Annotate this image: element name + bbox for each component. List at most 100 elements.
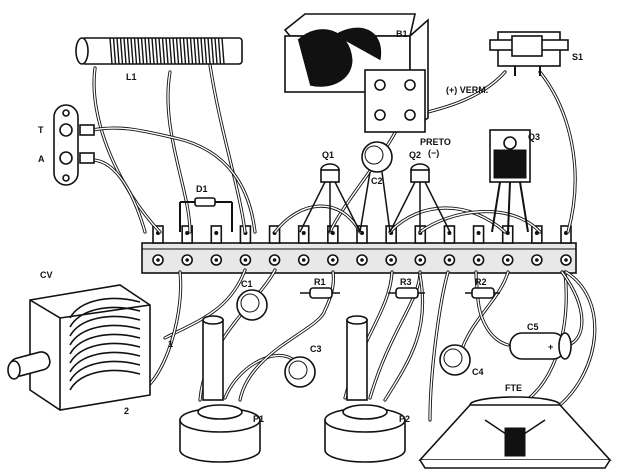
label-preto: PRETO (420, 137, 451, 147)
coil-winding (207, 37, 211, 65)
coil-winding (186, 37, 190, 65)
terminal-lug-hole (330, 231, 335, 235)
coil-winding (123, 37, 127, 65)
terminal-lug-hole (447, 231, 452, 235)
coil-winding (119, 37, 124, 65)
coil-l1 (75, 37, 243, 65)
label-s1: S1 (572, 52, 583, 62)
label-cv-pin1: 1 (168, 339, 173, 349)
coil-winding (172, 37, 176, 65)
label-a: A (38, 154, 45, 164)
label-fte: FTE (505, 383, 522, 393)
potentiometer-p1 (179, 315, 261, 463)
terminal-rivet-center (418, 258, 423, 262)
cv-plate (69, 360, 141, 382)
label-d1: D1 (196, 184, 208, 194)
terminal-rivet-center (476, 258, 481, 262)
label-r1: R1 (314, 277, 326, 287)
coil-winding (217, 37, 222, 65)
battery-holder-b1 (283, 13, 429, 133)
terminal-rivet-center (331, 258, 335, 262)
label-c5: C5 (527, 322, 539, 332)
coil-winding (161, 37, 166, 65)
cv-plate (69, 297, 141, 319)
cv-plate (69, 333, 141, 355)
terminal-lug-hole (476, 231, 481, 235)
coil-winding (221, 37, 225, 65)
terminal-rivet-center (505, 258, 510, 262)
wires (90, 63, 597, 422)
coil-winding (147, 37, 152, 65)
label-c1: C1 (241, 279, 253, 289)
cv-plate (69, 315, 141, 337)
switch-s1 (489, 31, 569, 76)
coil-winding (130, 37, 134, 65)
cv-plate (69, 324, 141, 346)
diode-d1 (179, 197, 233, 232)
label-cv: CV (40, 270, 53, 280)
variable-capacitor-cv (7, 284, 151, 411)
c5-plus-sign: + (548, 342, 553, 352)
coil-winding (189, 37, 194, 65)
labels: L1 B1 S1 T A D1 Q1 Q2 Q3 C2 PRETO (−) (+… (38, 29, 583, 424)
terminal-rivet-center (185, 258, 189, 262)
coil-winding (168, 37, 173, 65)
coil-winding (165, 37, 169, 65)
label-c2: C2 (371, 176, 383, 186)
coil-winding (112, 37, 117, 65)
label-t: T (38, 125, 44, 135)
antenna-terminal-block (53, 104, 95, 186)
label-b1: B1 (396, 29, 408, 39)
terminal-lug-hole (214, 231, 219, 235)
capacitor-c2 (359, 141, 393, 233)
potentiometer-p2 (324, 315, 406, 463)
coil-winding (140, 37, 145, 65)
terminal-lug-hole (301, 231, 306, 235)
terminal-rivet-center (156, 258, 160, 262)
coil-winding (210, 37, 215, 65)
coil-winding (154, 37, 159, 65)
label-p2: P2 (399, 414, 410, 424)
coil-winding (179, 37, 183, 65)
coil-winding (116, 37, 120, 65)
coil-winding (144, 37, 148, 65)
terminal-rivet-center (360, 258, 364, 262)
coil-winding (133, 37, 138, 65)
coil-winding (196, 37, 201, 65)
coil-winding (193, 37, 197, 65)
label-p1: P1 (253, 414, 264, 424)
resistor-r3 (388, 287, 425, 299)
label-preto-sign: (−) (428, 148, 439, 158)
terminal-rivet-center (564, 258, 568, 262)
speaker-fte (418, 396, 612, 469)
coil-winding (182, 37, 187, 65)
label-l1: L1 (126, 72, 137, 82)
label-cv-pin2: 2 (124, 406, 129, 416)
coil-winding (151, 37, 155, 65)
capacitor-c5: + (509, 332, 572, 360)
terminal-rivet-center (535, 258, 539, 262)
label-q3: Q3 (528, 132, 540, 142)
coil-winding (126, 37, 131, 65)
capacitor-c3 (284, 356, 316, 388)
label-r2: R2 (475, 277, 487, 287)
label-verm: (+) VERM. (446, 85, 488, 95)
coil-winding (175, 37, 180, 65)
label-q1: Q1 (322, 150, 334, 160)
terminal-lug-hole (185, 231, 190, 235)
terminal-rivet-center (243, 258, 248, 262)
coil-winding (214, 37, 218, 65)
cv-plate (69, 342, 141, 364)
coil-winding (200, 37, 204, 65)
terminal-rivet-center (301, 258, 306, 262)
terminal-rivet-center (447, 258, 452, 262)
resistor-r1 (300, 287, 340, 299)
terminal-rivet-center (272, 258, 277, 262)
label-c3: C3 (310, 344, 322, 354)
capacitor-c4 (439, 344, 471, 376)
label-c4: C4 (472, 367, 484, 377)
coil-winding (109, 37, 113, 65)
cv-plate (69, 351, 141, 373)
